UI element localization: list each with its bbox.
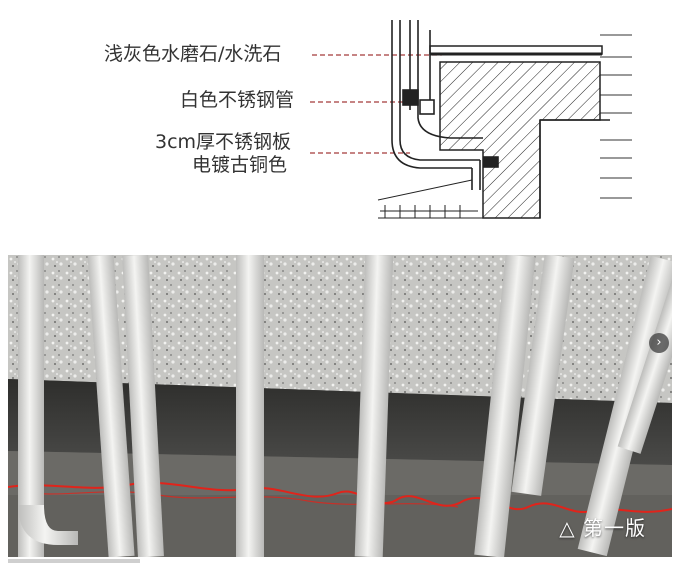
right-lines [600,34,632,199]
section-diagram: 浅灰色水磨石/水洗石 白色不锈钢管 3cm厚不锈钢板 电镀古铜色 [0,0,679,240]
detail-drawing [310,20,632,219]
photo-caption: △ 第一版 [559,516,646,540]
railing-profile [391,20,499,190]
callout-terrazzo: 浅灰色水磨石/水洗石 [104,43,282,65]
callout-plate-line1: 3cm厚不锈钢板 [155,131,292,153]
finish-layers [429,45,603,63]
next-image-button[interactable]: › [649,333,669,353]
scroll-indicator [8,559,140,563]
photo-illustration [8,255,672,557]
callout-plate-line2: 电镀古铜色 [192,154,288,176]
railing-pipes [18,255,672,557]
chevron-right-icon: › [656,335,662,350]
callout-pipe: 白色不锈钢管 [180,89,295,111]
ground-base [377,179,483,219]
railing-photo: › △ 第一版 [8,255,672,557]
concrete-slab [439,61,610,219]
